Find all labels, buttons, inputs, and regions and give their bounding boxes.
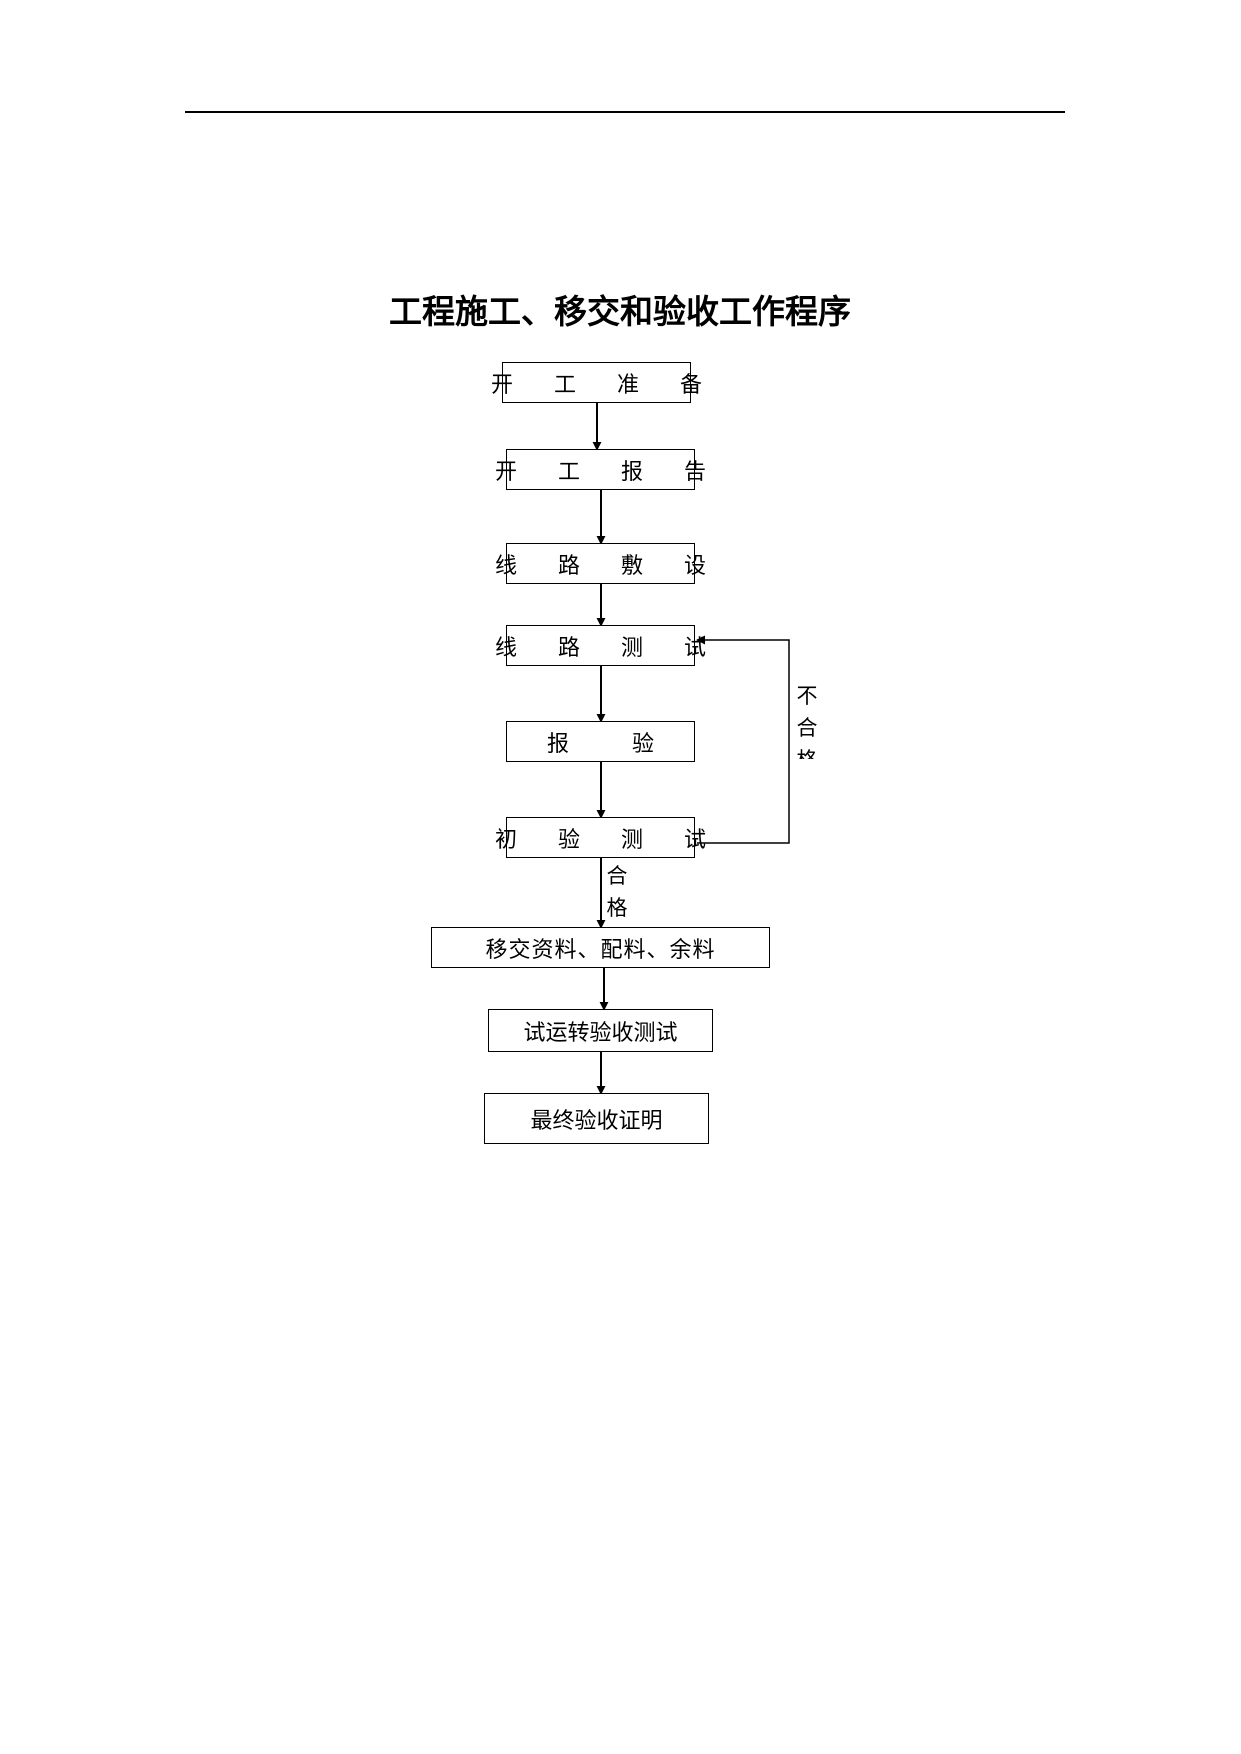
step-initial-test: 初 验 测 试 (495, 817, 706, 858)
step-handover: 移交资料、配料、余料 (431, 927, 770, 968)
step-report-inspection: 报 验 (506, 721, 695, 762)
label-pass: 合格 (606, 864, 628, 920)
step-trial-run-test: 试运转验收测试 (488, 1009, 713, 1052)
step-start-report: 开 工 报 告 (495, 449, 706, 490)
step-line-laying: 线 路 敷 设 (495, 543, 706, 584)
feedback-loop-fail (696, 635, 790, 844)
label-fail: 不合格 (796, 684, 818, 759)
step-start-prep: 开 工 准 备 (491, 362, 702, 403)
header-rule (185, 111, 1065, 113)
step-line-testing: 线 路 测 试 (495, 625, 706, 666)
step-final-certificate: 最终验收证明 (484, 1093, 709, 1144)
page-title: 工程施工、移交和验收工作程序 (389, 292, 851, 331)
step-report-inspection-label: 报 验 (547, 731, 654, 757)
